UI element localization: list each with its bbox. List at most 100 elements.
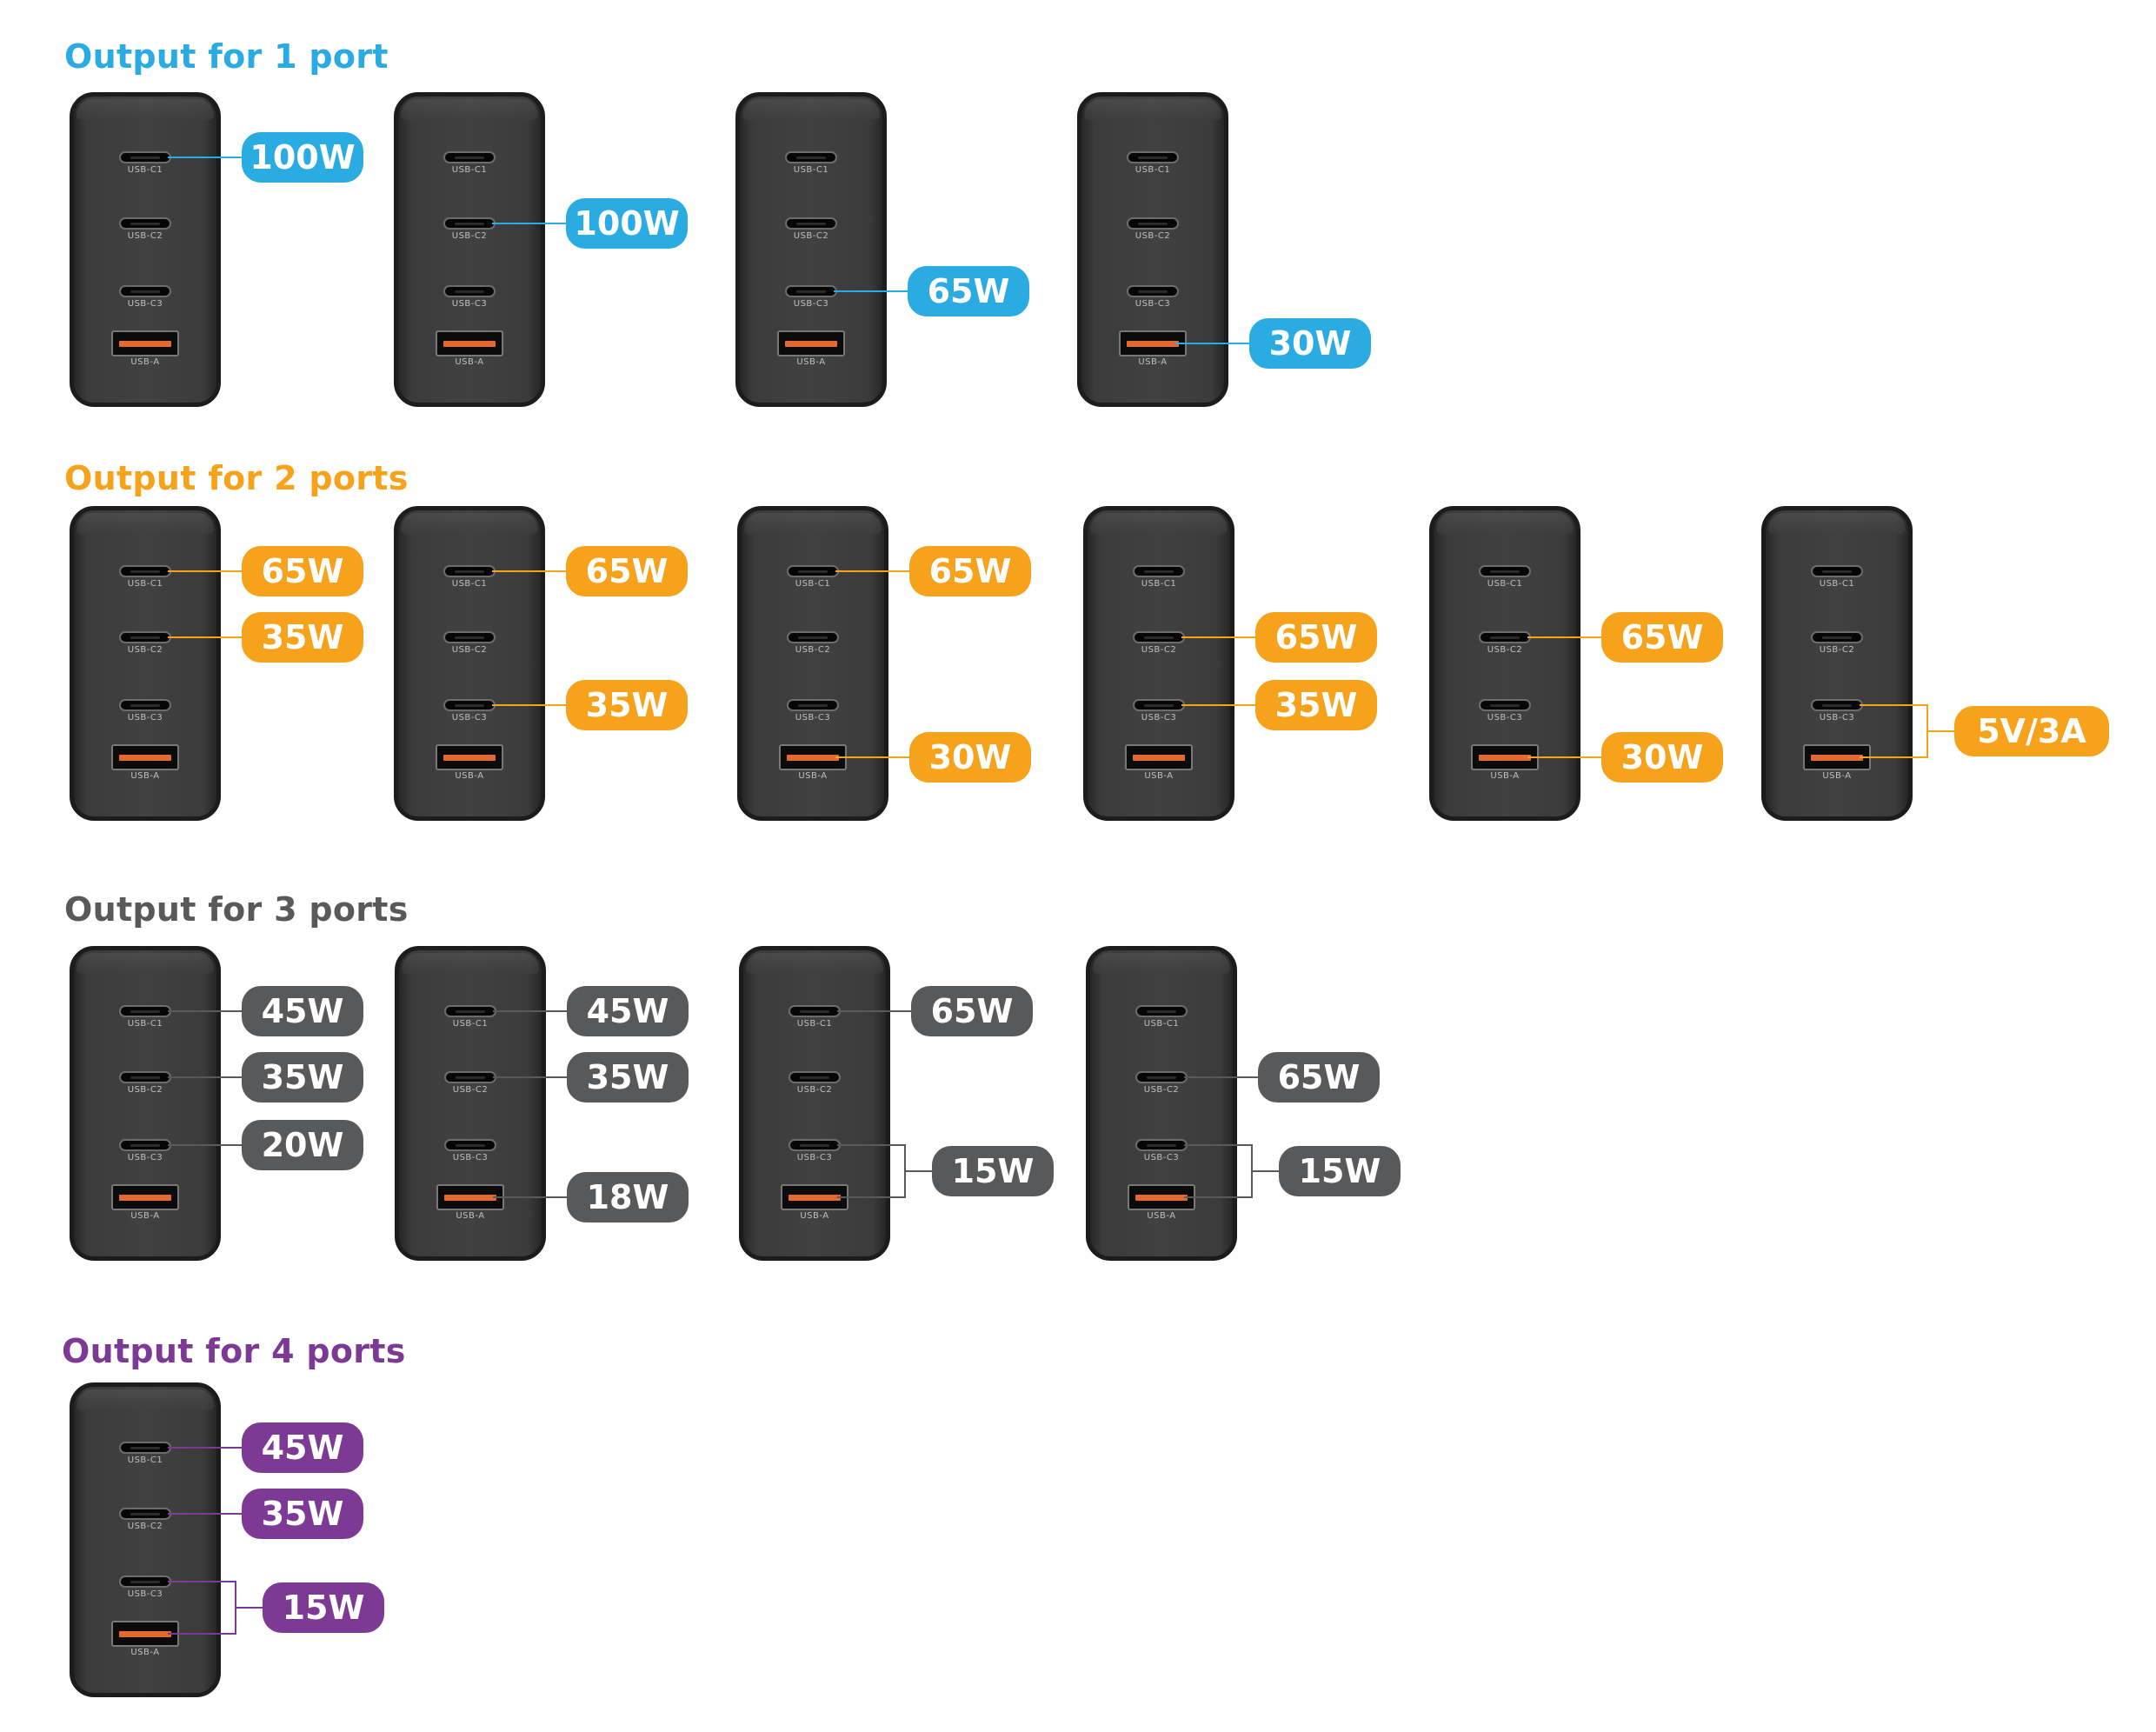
port-label: USB-C2 — [127, 645, 163, 655]
usb-c3-port — [444, 1139, 496, 1151]
wattage-badge: 45W — [242, 1422, 363, 1473]
usb-c2-port — [1479, 631, 1531, 643]
connector-line — [493, 1196, 569, 1198]
usb-c2-port — [443, 217, 496, 230]
wattage-badge: 30W — [1249, 318, 1371, 369]
usb-c1-port — [443, 565, 496, 577]
usb-c3-port — [1811, 699, 1863, 711]
section-title: Output for 3 ports — [64, 890, 409, 929]
connector-line — [168, 1010, 243, 1012]
port-label: USB-C2 — [452, 1085, 489, 1095]
wattage-badge: 35W — [242, 1489, 363, 1539]
connector-line — [1251, 1170, 1281, 1172]
usb-c3-port — [1127, 285, 1179, 297]
port-label: USB-A — [1490, 771, 1520, 781]
usb-c3-port — [787, 699, 839, 711]
connector-line — [1184, 1196, 1251, 1198]
usb-c1-port — [119, 151, 171, 163]
port-label: USB-C1 — [795, 579, 831, 589]
port-label: USB-C3 — [793, 299, 829, 309]
port-label: USB-C1 — [1819, 579, 1855, 589]
port-label: USB-A — [798, 771, 828, 781]
connector-line — [837, 1144, 904, 1146]
wattage-badge: 35W — [1255, 680, 1377, 730]
usb-c1-port — [443, 151, 496, 163]
usb-c3-port — [789, 1139, 841, 1151]
connector-line — [1860, 756, 1926, 758]
usb-c3-port — [1479, 699, 1531, 711]
usb-a-port — [111, 330, 179, 356]
wattage-badge: 35W — [242, 1052, 363, 1102]
port-label: USB-C1 — [127, 165, 163, 175]
usb-c2-port — [443, 631, 496, 643]
port-label: USB-C2 — [1143, 1085, 1180, 1095]
port-label: USB-C2 — [1487, 645, 1523, 655]
connector-line — [168, 570, 243, 572]
usb-a-port — [777, 330, 845, 356]
port-label: USB-C3 — [452, 1153, 489, 1162]
port-label: USB-A — [1147, 1211, 1176, 1221]
port-label: USB-C1 — [1143, 1019, 1180, 1029]
usb-c2-port — [119, 217, 171, 230]
port-label: USB-A — [130, 1211, 160, 1221]
wattage-badge: 65W — [908, 266, 1029, 316]
connector-line — [168, 1447, 243, 1449]
wattage-badge: 15W — [1279, 1146, 1401, 1196]
connector-line — [835, 570, 911, 572]
wattage-badge: 35W — [566, 680, 688, 730]
connector-line — [1860, 704, 1926, 706]
connector-line — [168, 1144, 243, 1146]
wattage-badge: 100W — [242, 132, 363, 183]
connector-line — [493, 1010, 569, 1012]
usb-c2-port — [1811, 631, 1863, 643]
usb-c1-port — [787, 565, 839, 577]
connector-line — [492, 704, 568, 706]
usb-c1-port — [119, 565, 171, 577]
connector-line — [1181, 636, 1257, 638]
wattage-badge: 100W — [566, 198, 688, 249]
section-title: Output for 2 ports — [64, 459, 409, 497]
wattage-badge: 15W — [932, 1146, 1054, 1196]
port-label: USB-C2 — [796, 1085, 833, 1095]
port-label: USB-A — [800, 1211, 829, 1221]
wattage-badge: 35W — [242, 612, 363, 663]
port-label: USB-C2 — [1819, 645, 1855, 655]
usb-a-port — [111, 1184, 179, 1210]
usb-c2-port — [1127, 217, 1179, 230]
wattage-badge: 15W — [263, 1582, 384, 1633]
usb-c1-port — [444, 1005, 496, 1017]
port-label: USB-C2 — [127, 1085, 163, 1095]
port-label: USB-A — [130, 771, 160, 781]
usb-c1-port — [789, 1005, 841, 1017]
usb-a-port — [111, 744, 179, 770]
port-label: USB-C3 — [127, 1589, 163, 1599]
usb-c3-port — [1133, 699, 1185, 711]
usb-a-port — [1125, 744, 1193, 770]
port-label: USB-C2 — [451, 231, 488, 241]
port-label: USB-C1 — [1135, 165, 1171, 175]
wattage-badge: 65W — [1255, 612, 1377, 663]
usb-a-port — [436, 744, 503, 770]
usb-c3-port — [119, 1139, 171, 1151]
connector-line — [168, 157, 243, 158]
port-label: USB-C3 — [1141, 713, 1177, 723]
usb-c2-port — [789, 1071, 841, 1083]
connector-line — [1527, 636, 1603, 638]
connector-line — [493, 1076, 569, 1078]
usb-c2-port — [1135, 1071, 1188, 1083]
port-label: USB-C2 — [793, 231, 829, 241]
usb-c2-port — [119, 1071, 171, 1083]
port-label: USB-C1 — [127, 1456, 163, 1465]
usb-c2-port — [444, 1071, 496, 1083]
connector-line — [1184, 1076, 1260, 1078]
port-label: USB-C3 — [127, 713, 163, 723]
connector-line — [1527, 756, 1603, 758]
connector-line — [168, 1076, 243, 1078]
